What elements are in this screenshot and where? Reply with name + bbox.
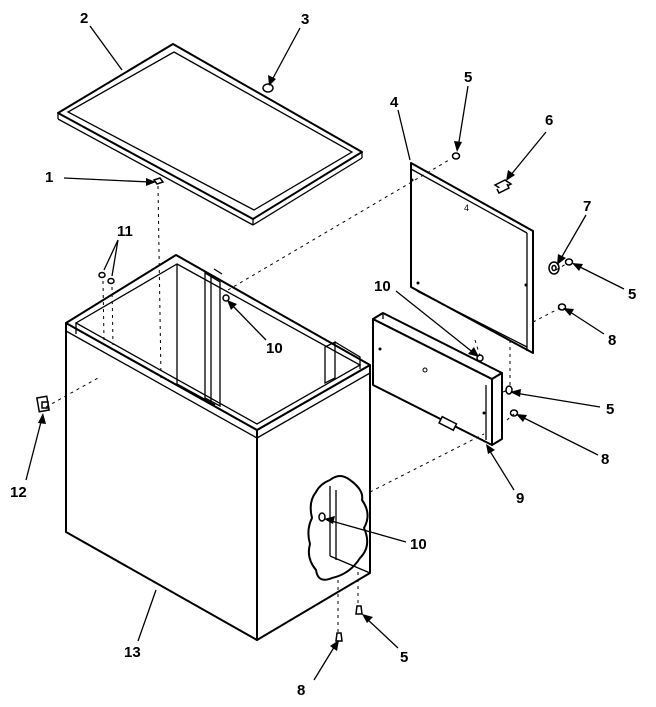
- grommet-part-7: [548, 261, 560, 275]
- callout-8-bottom: 8: [297, 682, 306, 699]
- lid-part-2: [57, 43, 363, 226]
- callout-5-top: 5: [464, 69, 473, 86]
- callout-4: 4: [390, 94, 399, 111]
- callout-5-bottom: 5: [400, 649, 409, 666]
- control-box-part-9: [372, 312, 503, 446]
- clip-part-6: [493, 179, 513, 195]
- callout-6: 6: [545, 112, 554, 129]
- callout-8-right: 8: [608, 332, 617, 349]
- cabinet-part-13: [65, 254, 371, 641]
- screw-part-1: [152, 177, 165, 185]
- callout-10-right: 10: [374, 278, 391, 295]
- callout-12: 12: [10, 484, 27, 501]
- leader-lines: [25, 25, 625, 681]
- callout-5-mid: 5: [606, 401, 615, 418]
- callout-13: 13: [124, 644, 141, 661]
- callout-10-left: 10: [266, 340, 283, 357]
- screws-part-11: [98, 271, 115, 285]
- callout-1: 1: [45, 169, 54, 186]
- assembly-lines: [45, 159, 567, 632]
- hinge-part-12: [35, 395, 51, 413]
- callout-9: 9: [516, 490, 525, 507]
- callout-3: 3: [301, 11, 310, 28]
- callout-11: 11: [117, 223, 133, 240]
- panel-marking: 4: [464, 203, 470, 213]
- callout-2: 2: [80, 10, 89, 27]
- callout-8-mid: 8: [601, 451, 610, 468]
- callout-10-bottom: 10: [410, 536, 427, 553]
- cover-panel-part-4: [410, 162, 534, 354]
- callout-7: 7: [583, 198, 592, 215]
- fasteners: [222, 152, 574, 642]
- callout-5-right: 5: [628, 286, 637, 303]
- bumper-part-3: [262, 83, 274, 93]
